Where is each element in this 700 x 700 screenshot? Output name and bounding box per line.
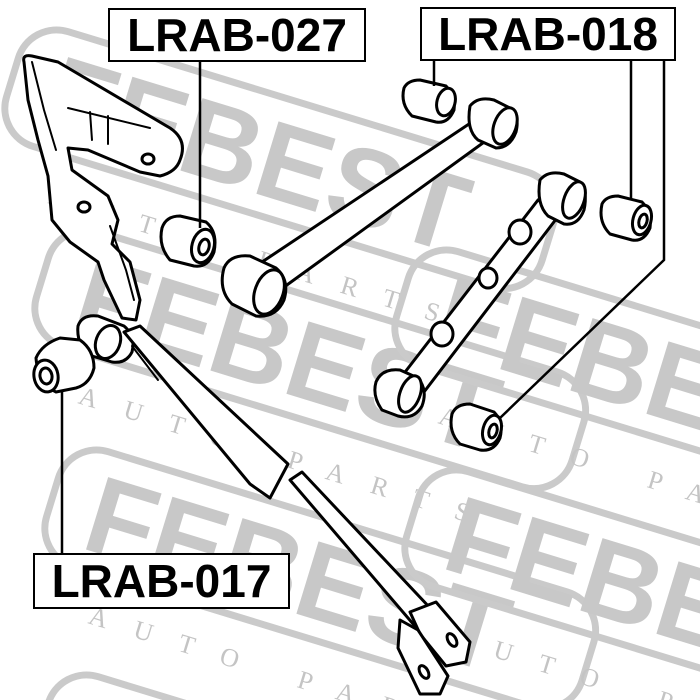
- upper-control-arm: [220, 97, 519, 318]
- bushing-lrab-018-bottom: [449, 402, 504, 452]
- part-number-lrab-017: LRAB-017: [51, 555, 272, 607]
- label-lrab-018: LRAB-018: [420, 7, 676, 61]
- upper-mounting-bracket: [22, 54, 184, 322]
- bushing-lrab-018-top: [401, 78, 457, 124]
- bushing-lrab-027: [159, 214, 217, 268]
- lower-trailing-arm: [76, 314, 472, 696]
- leader-lrab-018-bottom: [499, 60, 666, 419]
- label-lrab-017: LRAB-017: [33, 553, 290, 609]
- bushing-lrab-018-right: [599, 194, 654, 242]
- leader-lines: [60, 60, 666, 555]
- label-lrab-027: LRAB-027: [108, 8, 366, 62]
- part-number-lrab-027: LRAB-027: [127, 9, 347, 61]
- adjustable-control-arm: [373, 171, 587, 419]
- bushing-lrab-017: [32, 336, 96, 394]
- part-number-lrab-018: LRAB-018: [438, 8, 658, 60]
